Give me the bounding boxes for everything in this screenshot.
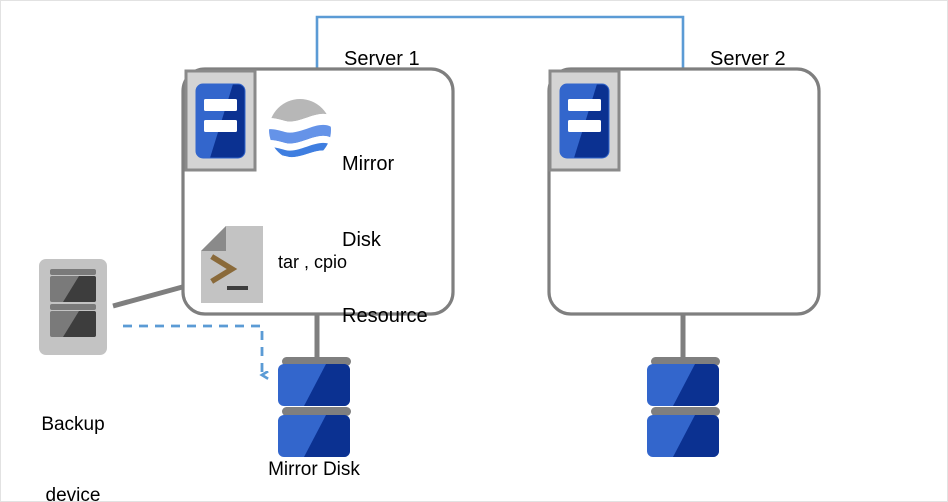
server-icon: [184, 69, 257, 172]
mirror-disk-stack: [278, 357, 351, 457]
mirror-disk-resource-line-2: Disk: [342, 228, 381, 251]
backup-device-label-line-2: device: [45, 484, 101, 502]
server-2-label: Server 2: [710, 48, 786, 70]
mirror-disk-resource-label: Mirror Disk Resource: [342, 102, 428, 379]
backup-device-label: Backup device: [13, 366, 133, 502]
mirror-disk-resource-line-1: Mirror: [342, 153, 395, 176]
backup-flow-arrow: [123, 324, 262, 375]
shell-script-icon: [201, 226, 263, 303]
mirror-disk-resource-line-3: Resource: [342, 304, 428, 327]
server-1-label: Server 1: [344, 48, 420, 70]
server-icon: [548, 69, 621, 172]
tar-cpio-label: tar , cpio: [278, 252, 348, 272]
interconnect-link: [315, 15, 685, 73]
server2-disk-stack: [647, 357, 720, 457]
mirror-disk-label: Mirror Disk: [268, 459, 360, 480]
backup-device-label-line-1: Backup: [41, 414, 105, 436]
backup-device-icon: [39, 259, 107, 355]
